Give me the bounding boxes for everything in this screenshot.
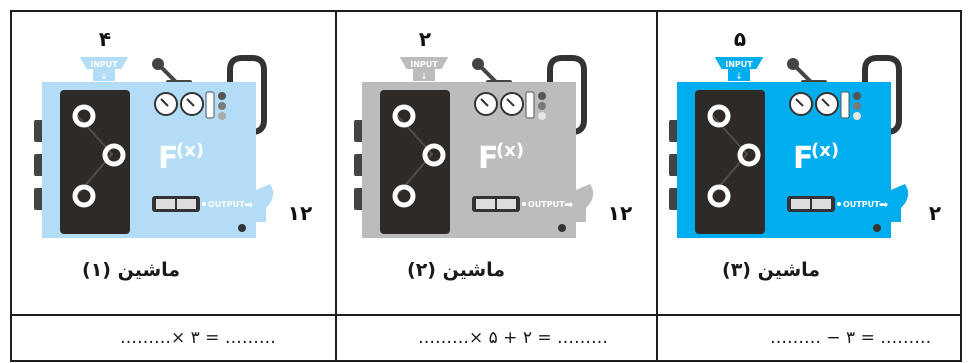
machine-1-label: ماشین (۱) xyxy=(82,259,181,281)
table-divider-row xyxy=(10,314,962,316)
machine-3-label: ماشین (۳) xyxy=(722,259,821,281)
function-label: F xyxy=(478,141,499,176)
table-border-top xyxy=(10,10,962,12)
machine-2: ۲ INPUT ↓ F (x) OUTPUT ➡ ۱۲ xyxy=(350,24,650,254)
svg-text:↓: ↓ xyxy=(420,72,428,82)
machine-1-input-value: ۴ xyxy=(99,27,111,51)
machine-3-input-value: ۵ xyxy=(734,27,746,51)
svg-text:(x): (x) xyxy=(811,140,839,161)
svg-text:OUTPUT: OUTPUT xyxy=(528,200,565,209)
svg-text:OUTPUT: OUTPUT xyxy=(843,200,880,209)
machine-2-label: ماشین (۲) xyxy=(407,259,506,281)
svg-text:(x): (x) xyxy=(176,140,204,161)
machine-2-output-value: ۱۲ xyxy=(608,201,632,225)
svg-text:➡: ➡ xyxy=(244,198,253,211)
table-border-right xyxy=(960,10,962,362)
table-border-left xyxy=(10,10,12,362)
machine-3: ۵ INPUT ↓ F (x) OUTPUT ➡ ۲ xyxy=(665,24,965,254)
table-border-bottom xyxy=(10,360,962,362)
machine-2-illustration: ۲ INPUT ↓ F (x) OUTPUT ➡ ۱۲ xyxy=(354,27,632,238)
machine-2-input-value: ۲ xyxy=(419,27,431,51)
svg-text:INPUT: INPUT xyxy=(410,60,438,69)
equation-machine-1: ………× ۳ = ……… xyxy=(120,328,276,348)
table-divider-col-1 xyxy=(335,10,337,362)
machine-1: ۴ INPUT ↓ F (x) xyxy=(30,24,330,254)
machine-1-output-value: ۱۲ xyxy=(288,201,312,225)
function-label: F xyxy=(158,141,179,176)
svg-text:INPUT: INPUT xyxy=(725,60,753,69)
machine-3-output-value: ۲ xyxy=(929,201,941,225)
table-divider-col-2 xyxy=(656,10,658,362)
equation-machine-2: ………× ۵ + ۲ = ……… xyxy=(418,328,609,348)
svg-text:↓: ↓ xyxy=(735,72,743,82)
machine-3-illustration: ۵ INPUT ↓ F (x) OUTPUT ➡ ۲ xyxy=(669,27,941,238)
machine-1-illustration: ۴ INPUT ↓ F (x) xyxy=(34,27,312,238)
svg-text:➡: ➡ xyxy=(564,198,573,211)
svg-text:OUTPUT: OUTPUT xyxy=(208,200,245,209)
equation-machine-3: ……… − ۳ = ……… xyxy=(770,328,932,348)
svg-text:INPUT: INPUT xyxy=(90,60,118,69)
svg-text:➡: ➡ xyxy=(879,198,888,211)
svg-text:(x): (x) xyxy=(496,140,524,161)
function-label: F xyxy=(793,141,814,176)
svg-text:↓: ↓ xyxy=(100,72,108,82)
